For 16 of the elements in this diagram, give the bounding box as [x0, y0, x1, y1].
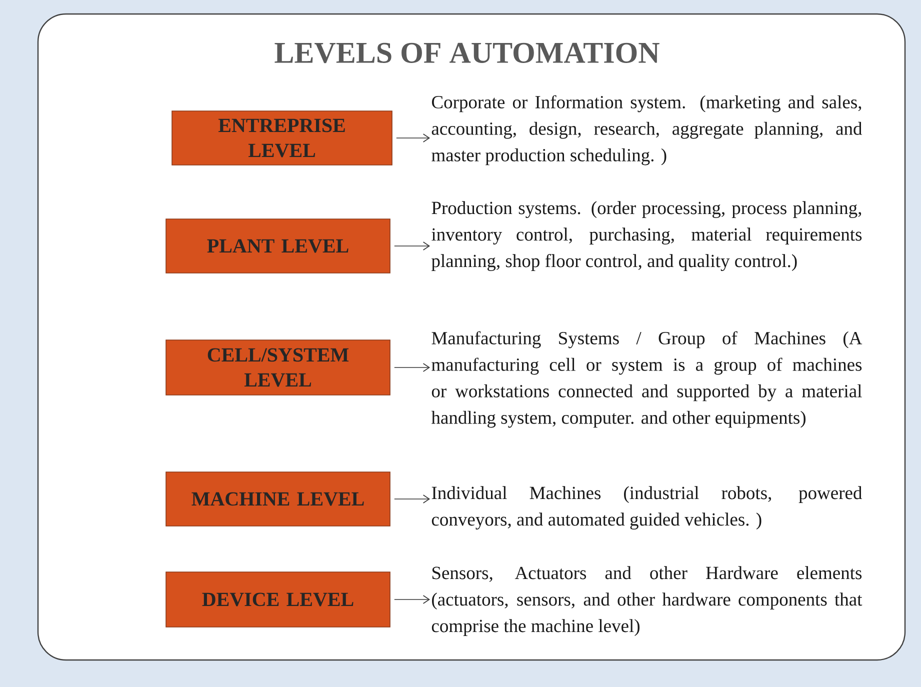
description-text: Manufacturing Systems / Group of Machines (A manufacturing cell or system is a group of machines or workstations connected and supported by a material handling system, computer. and other equipments): [431, 331, 862, 428]
description-text: Sensors, Actuators and other Hardware elements (actuators, sensors, and other hardware components that comprise the machine level): [432, 566, 862, 636]
level-box: MACHINE LEVEL: [166, 472, 390, 526]
arrow: [396, 134, 430, 142]
level-box: ENTREPRISE LEVEL: [172, 110, 392, 166]
title: LEVELS OF AUTOMATION: [274, 42, 660, 64]
description-text: Corporate or Information system. (marketing and sales, accounting, design, research, aggregate planning, and master production scheduling. ): [432, 95, 862, 166]
arrow: [394, 363, 430, 372]
description-text: Production systems. (order processing, process planning, inventory control, purchasing, material requirements planning, shop floor control, and quality control.): [432, 201, 862, 272]
arrow: [394, 242, 430, 250]
description-text: Individual Machines (industrial robots, powered conveyors, and automated guided vehicles. ): [432, 486, 862, 530]
level-box: DEVICE LEVEL: [166, 572, 390, 628]
level-box: CELL/SYSTEM LEVEL: [166, 340, 390, 396]
level-box: PLANT LEVEL: [166, 218, 390, 274]
arrow: [394, 494, 430, 504]
arrow: [394, 595, 430, 604]
